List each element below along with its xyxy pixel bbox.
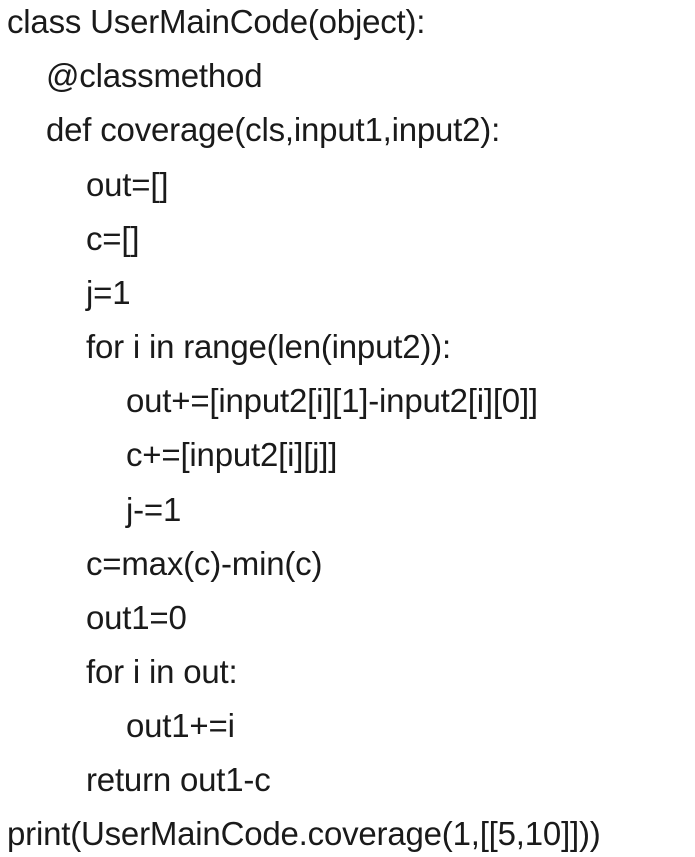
code-line-c-init: c=[] [86, 220, 140, 257]
code-line-out1-init: out1=0 [86, 599, 187, 636]
code-line-decorator: @classmethod [46, 57, 263, 94]
code-line-method-def: def coverage(cls,input1,input2): [46, 111, 501, 148]
code-line-out-init: out=[] [86, 166, 169, 203]
code-line-for-out: for i in out: [86, 653, 238, 690]
code-line-out-append: out+=[input2[i][1]-input2[i][0]] [126, 382, 538, 419]
code-line-c-append: c+=[input2[i][j]] [126, 436, 338, 473]
code-line-return: return out1-c [86, 761, 271, 798]
code-line-class-def: class UserMainCode(object): [7, 3, 426, 40]
code-line-for-range: for i in range(len(input2)): [86, 328, 451, 365]
code-line-c-range: c=max(c)-min(c) [86, 545, 323, 582]
code-line-j-decrement: j-=1 [126, 491, 182, 528]
code-line-out1-accumulate: out1+=i [126, 707, 235, 744]
code-line-j-init: j=1 [86, 274, 131, 311]
code-line-print-call: print(UserMainCode.coverage(1,[[5,10]])) [7, 815, 601, 852]
